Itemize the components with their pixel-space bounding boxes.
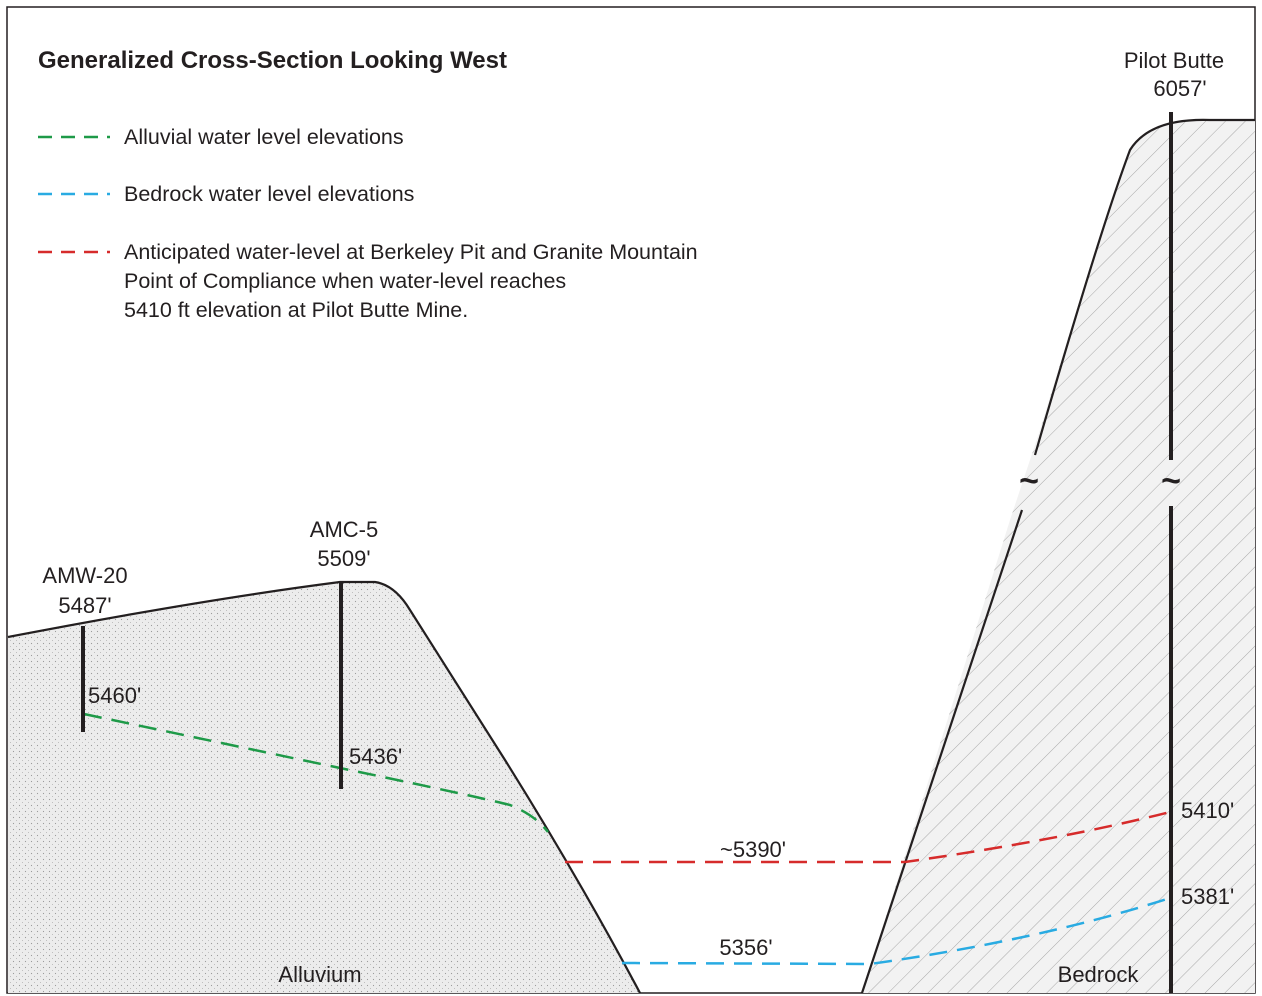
amw20-elevation: 5487' bbox=[58, 593, 111, 618]
pit-bedrock-level-label: 5356' bbox=[719, 935, 772, 960]
bedrock-water-level-line bbox=[621, 896, 1171, 966]
amc5-name: AMC-5 bbox=[310, 517, 378, 542]
pilot-butte-bedrock-level-label: 5381' bbox=[1181, 884, 1234, 909]
legend-anticipated-label-line3: 5410 ft elevation at Pilot Butte Mine. bbox=[124, 298, 468, 322]
diagram-title: Generalized Cross-Section Looking West bbox=[38, 47, 507, 74]
pilot-butte-anticipated-level-label: 5410' bbox=[1181, 798, 1234, 823]
legend-bedrock-label: Bedrock water level elevations bbox=[124, 182, 414, 206]
bedrock-label: Bedrock bbox=[1058, 962, 1140, 987]
amc5-water-level-label: 5436' bbox=[349, 744, 402, 769]
legend: Alluvial water level elevations Bedrock … bbox=[38, 125, 698, 322]
legend-anticipated-label-line2: Point of Compliance when water-level rea… bbox=[124, 269, 566, 293]
bedrock-surface-lower bbox=[860, 509, 1024, 994]
amc5-elevation: 5509' bbox=[317, 546, 370, 571]
amw20-name: AMW-20 bbox=[42, 563, 127, 588]
alluvial-water-level-line bbox=[83, 712, 549, 833]
pilot-butte-name: Pilot Butte bbox=[1124, 48, 1224, 73]
legend-anticipated-label-line1: Anticipated water-level at Berkeley Pit … bbox=[124, 240, 698, 264]
alluvium-label: Alluvium bbox=[278, 962, 361, 987]
anticipated-water-level-line bbox=[565, 810, 1171, 864]
amw20-water-level-label: 5460' bbox=[88, 683, 141, 708]
alluvium-unit bbox=[8, 582, 640, 993]
well-break-symbol: ~ bbox=[1161, 462, 1181, 500]
bedrock-unit bbox=[862, 119, 1255, 994]
alluvium-surface bbox=[7, 580, 641, 994]
slope-break-symbol: ~ bbox=[1019, 462, 1039, 500]
pilot-butte-elevation: 6057' bbox=[1153, 76, 1206, 101]
pit-anticipated-level-label: ~5390' bbox=[720, 837, 786, 862]
legend-alluvial-label: Alluvial water level elevations bbox=[124, 125, 404, 149]
